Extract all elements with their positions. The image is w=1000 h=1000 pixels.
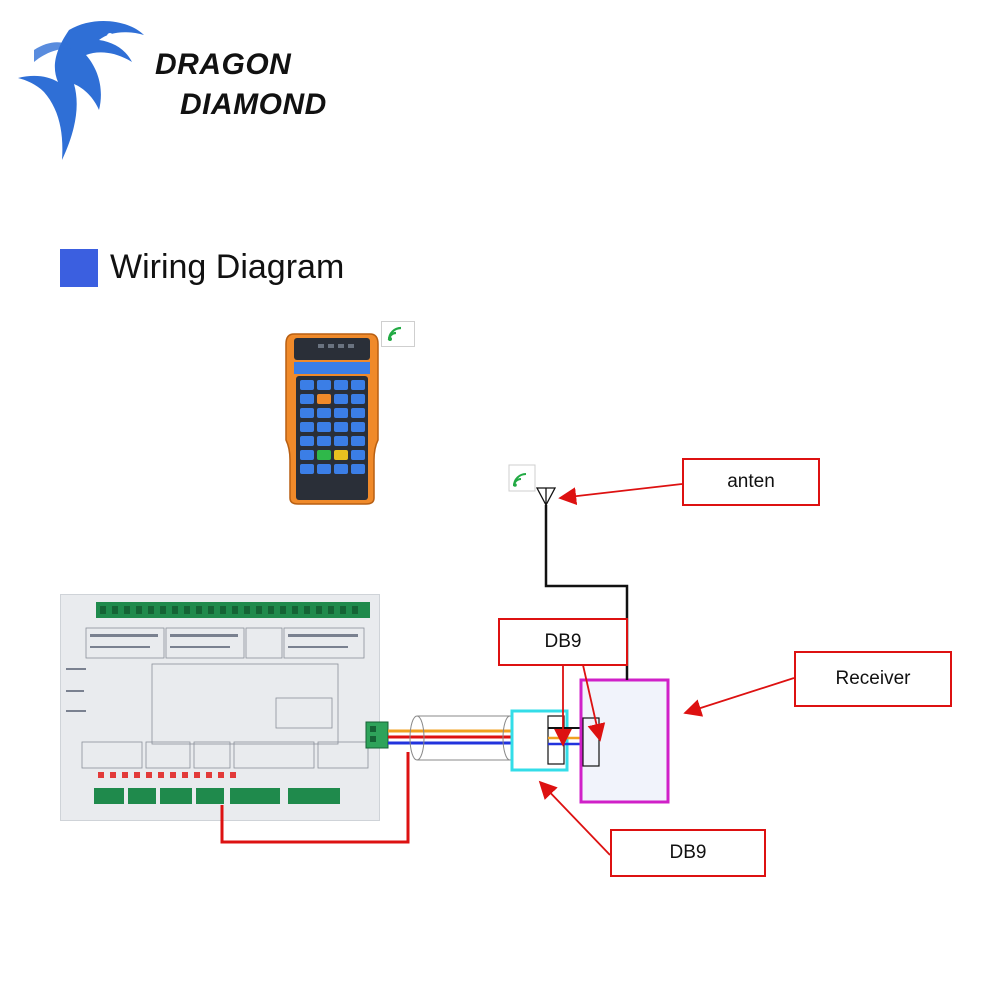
db9-connector <box>510 709 569 772</box>
receiver-label-text: Receiver <box>835 668 911 689</box>
brand-name-line2: DIAMOND <box>180 88 327 121</box>
wireless-signal-icon <box>508 464 536 492</box>
title-bullet <box>60 249 98 287</box>
power-wire <box>220 752 410 844</box>
db9-label-bottom: DB9 <box>610 829 766 877</box>
brand-name-line1: DRAGON <box>155 48 292 81</box>
wireless-remote-controller <box>285 333 379 505</box>
signal-cable <box>388 715 518 761</box>
db9-label-top-text: DB9 <box>544 631 582 652</box>
db9-label-bottom-text: DB9 <box>669 842 707 863</box>
page-title: Wiring Diagram <box>110 248 345 286</box>
dragon-logo-icon <box>18 20 144 161</box>
receiver-label: Receiver <box>794 651 952 707</box>
receiver-box <box>579 678 670 804</box>
db9-label-top: DB9 <box>498 618 628 666</box>
antenna-label: anten <box>682 458 820 506</box>
wireless-signal-icon <box>381 321 415 347</box>
controller-board-details <box>66 602 389 804</box>
controller-board <box>60 594 380 821</box>
antenna-label-text: anten <box>727 471 775 492</box>
antenna-icon <box>535 487 557 507</box>
